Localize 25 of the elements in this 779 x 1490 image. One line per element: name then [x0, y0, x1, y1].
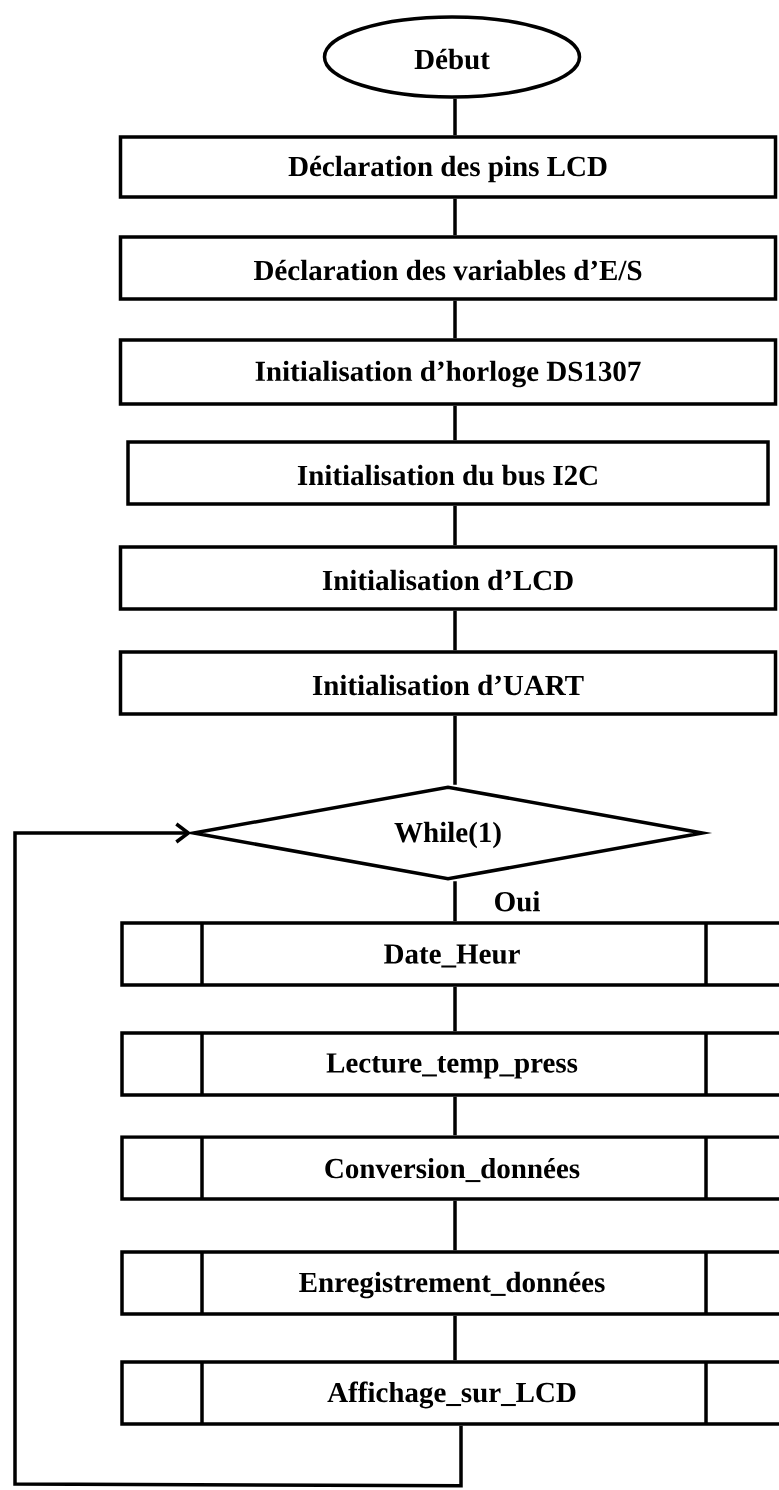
- subprocess-box: Lecture_temp_press: [120, 1031, 779, 1097]
- process-box: Initialisation du bus I2C: [126, 440, 770, 506]
- connector-line: [453, 986, 457, 1032]
- connector-line: [453, 715, 457, 785]
- subprocess-box: Conversion_données: [120, 1135, 779, 1201]
- connector-line: [453, 1096, 457, 1136]
- connector-line: [453, 505, 457, 546]
- edge-label: Oui: [492, 890, 542, 913]
- connector-line: [453, 881, 457, 922]
- connector-line: [453, 300, 457, 339]
- process-box: Initialisation d’LCD: [118, 545, 778, 611]
- process-box: Déclaration des variables d’E/S: [118, 235, 778, 301]
- subprocess-box: Affichage_sur_LCD: [120, 1360, 779, 1426]
- subprocess-box: Enregistrement_données: [120, 1250, 779, 1316]
- process-box: Initialisation d’UART: [118, 650, 778, 716]
- connector-line: [453, 405, 457, 441]
- connector-line: [453, 1315, 457, 1361]
- process-box: Déclaration des pins LCD: [118, 135, 778, 199]
- connector-line: [453, 1200, 457, 1251]
- connector-line: [453, 610, 457, 651]
- connector-line: [453, 98, 457, 136]
- subprocess-box: Date_Heur: [120, 921, 779, 987]
- loop-arrow: [13, 822, 463, 1488]
- process-box: Initialisation d’horloge DS1307: [118, 338, 778, 406]
- connector-line: [453, 198, 457, 236]
